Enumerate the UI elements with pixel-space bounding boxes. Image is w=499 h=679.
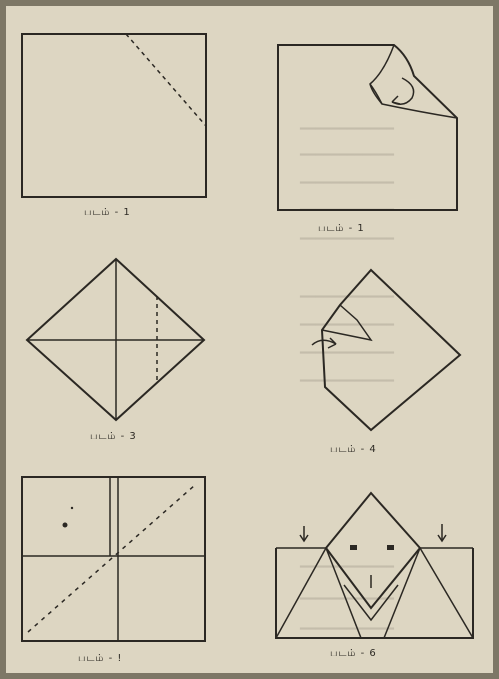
figure-6-caption: படம் - 6 [330, 648, 377, 659]
bleed-through-text: ━━━━━━━━━━━━ [300, 622, 394, 637]
curved-fold-arrow [311, 339, 337, 346]
bleed-through-text: ━━━━━━━━━━━━ [300, 374, 394, 389]
figure-2-folded-corner [277, 44, 458, 211]
bleed-through-text: ━━━━━━━━━━━━ [300, 122, 394, 137]
figure-6-finished-face [275, 491, 474, 639]
figure-5-quadrant-square [21, 476, 206, 642]
figure-3-diamond [25, 257, 206, 422]
bleed-through-text: ━━━━━━━━━━━━ [300, 560, 394, 575]
figure-2-caption: படம் - 1 [318, 223, 365, 234]
bleed-through-text: ━━━━━━━━━━━━ [300, 232, 394, 247]
figure-4-caption: படம் - 4 [330, 444, 377, 455]
bleed-through-text: ━━━━━━━━━━━━ [300, 176, 394, 191]
fold-line-dashed [27, 484, 196, 633]
fold-line-dashed [125, 33, 207, 127]
figure-3-caption: படம் - 3 [90, 431, 137, 442]
figure-4-folded-diamond [311, 268, 462, 432]
bleed-through-text: ━━━━━━━━━━━━ [300, 592, 394, 607]
figure-5-caption: படம் - ! [78, 653, 123, 664]
figure-1-caption: படம் - 1 [84, 207, 131, 218]
eye-right [387, 545, 394, 550]
eye-left [350, 545, 357, 550]
marker-dot [62, 522, 68, 528]
bleed-through-text: ━━━━━━━━━━━━ [300, 148, 394, 163]
figure-1-square [21, 33, 207, 198]
curved-fold-arrow [391, 77, 415, 105]
